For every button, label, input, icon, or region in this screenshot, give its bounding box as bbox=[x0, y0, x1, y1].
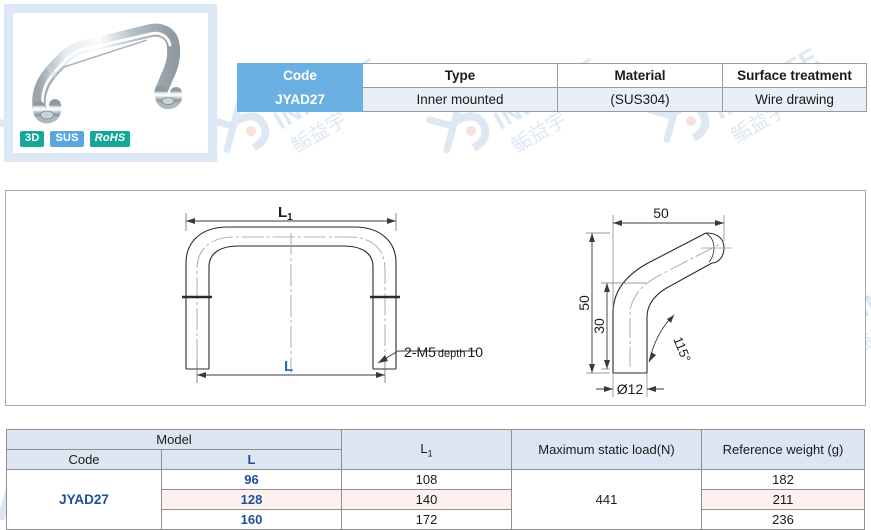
spec-header-type: Type bbox=[362, 63, 558, 88]
spec-table-value-row: JYAD27 Inner mounted (SUS304) Wire drawi… bbox=[237, 87, 867, 112]
dim-header-model: Model bbox=[6, 429, 342, 450]
spec-value-type: Inner mounted bbox=[362, 87, 558, 112]
specification-table: Code Type Material Surface treatment JYA… bbox=[237, 63, 867, 112]
front-view-dim-l-label: L bbox=[284, 358, 293, 375]
spec-value-material: (SUS304) bbox=[557, 87, 723, 112]
side-view-dim-height-label: 50 bbox=[576, 295, 592, 311]
side-view-group bbox=[586, 215, 732, 397]
dim-code-value: JYAD27 bbox=[59, 492, 109, 507]
spec-table-header-row: Code Type Material Surface treatment bbox=[237, 63, 867, 88]
dim-header-l1: L1 bbox=[341, 429, 512, 470]
spec-value-code: JYAD27 bbox=[237, 87, 363, 112]
dim-header-l1-sub: 1 bbox=[427, 448, 433, 459]
dim-cell-l-2: 128 bbox=[161, 489, 342, 510]
dimension-table: Model L1 Maximum static load(N) Referenc… bbox=[6, 429, 865, 530]
dim-header-code: Code bbox=[6, 449, 162, 470]
dim-cell-l1-2: 140 bbox=[341, 489, 512, 510]
side-view-dim-width-label: 50 bbox=[653, 205, 669, 221]
badge-rohs[interactable]: RoHS bbox=[89, 131, 131, 147]
side-view-dim-angle-label: 115° bbox=[670, 334, 694, 364]
dim-header-l: L bbox=[161, 449, 342, 470]
side-view-dim-inner-height-label: 30 bbox=[591, 318, 607, 334]
dim-table-group-header-row: Model L1 Maximum static load(N) Referenc… bbox=[6, 429, 865, 470]
table-row: JYAD27 96 108 441 182 bbox=[6, 469, 865, 530]
dim-cell-load: 441 bbox=[511, 469, 702, 530]
dim-cell-weight-2: 211 bbox=[701, 489, 865, 510]
badge-3d[interactable]: 3D bbox=[20, 131, 45, 147]
spec-header-material: Material bbox=[557, 63, 723, 88]
spec-value-surface: Wire drawing bbox=[722, 87, 867, 112]
dim-header-l1-text: L bbox=[420, 440, 428, 456]
certification-badge-row: 3D SUS RoHS bbox=[20, 131, 131, 147]
badge-sus[interactable]: SUS bbox=[50, 131, 84, 147]
spec-header-surface: Surface treatment bbox=[722, 63, 867, 88]
dim-header-weight: Reference weight (g) bbox=[701, 429, 865, 470]
dim-cell-weight-1: 182 bbox=[701, 469, 865, 490]
dim-cell-code: JYAD27 bbox=[6, 469, 162, 530]
side-view-dim-diameter-label: Ø12 bbox=[617, 381, 644, 397]
front-view-dim-l1-label: L1 bbox=[278, 204, 293, 223]
dim-cell-l-1: 96 bbox=[161, 469, 342, 490]
product-photo-panel: 3D SUS RoHS bbox=[4, 4, 217, 162]
dim-cell-l1-1: 108 bbox=[341, 469, 512, 490]
product-photo-image bbox=[32, 23, 183, 124]
spec-header-code: Code bbox=[237, 63, 363, 88]
dim-header-load: Maximum static load(N) bbox=[511, 429, 702, 470]
